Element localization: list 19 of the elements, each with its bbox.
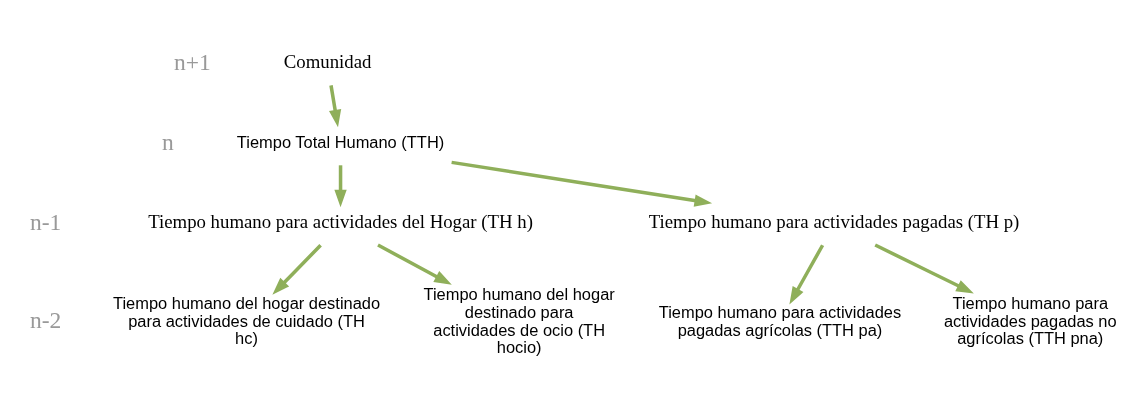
node-text: Comunidad [283,51,372,73]
label: n-2 [29,307,62,334]
node-text: Tiempo humano del hogar destinado para actividades de ocio (TH hocio) [423,285,615,357]
node-text: Tiempo Total Humano (TTH) [236,133,445,152]
arrow [874,243,974,294]
arrow [377,243,452,285]
label: n-1 [29,208,62,235]
arrow [451,160,713,207]
node-text: Tiempo humano para actividades pagadas agrícolas (TTH pa) [658,302,902,339]
node-text: Tiempo humano para actividades pagadas (TH p) [648,211,1020,233]
arrow [329,85,342,128]
node-text: Tiempo humano para actividades del Hogar (TH h) [148,211,533,233]
label: n [161,128,174,155]
label: n+1 [174,48,211,75]
node-text: Tiempo humano para actividades pagadas no agrícolas (TTH pna) [943,294,1117,348]
arrow [334,165,347,208]
arrow [789,244,825,305]
arrow [272,244,322,295]
node-text: Tiempo humano del hogar destinado para actividades de cuidado (TH hc) [112,294,381,348]
